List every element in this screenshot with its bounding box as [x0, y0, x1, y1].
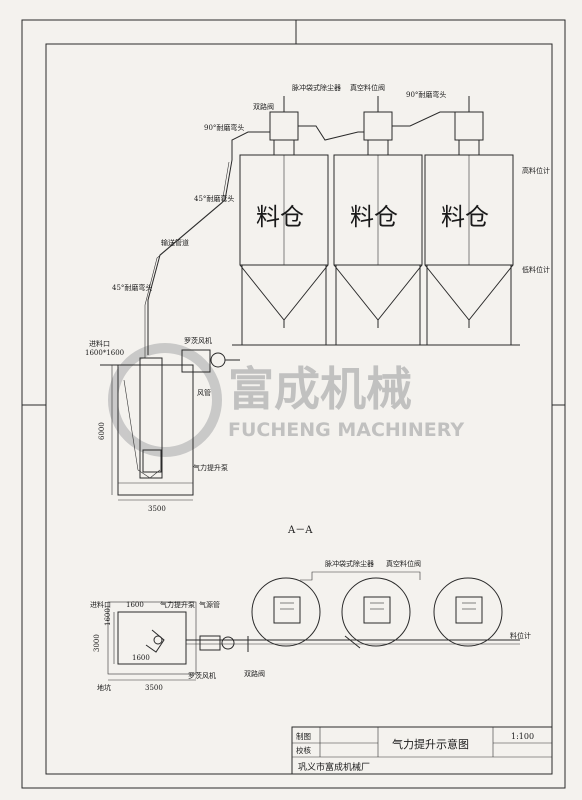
- plan-silo-2: [341, 577, 411, 647]
- plan-dim-3500: 3500: [145, 684, 163, 692]
- title-main: 气力提升示意图: [392, 737, 469, 751]
- silo-2: 料仓: [333, 96, 423, 345]
- title-block: 制图 校核 气力提升示意图 1:100 巩义市富成机械厂: [291, 726, 553, 775]
- label-pulse-collector: 脉冲袋式除尘器: [292, 83, 341, 92]
- plan-view: [107, 571, 520, 681]
- watermark-en: FUCHENG MACHINERY: [228, 419, 464, 441]
- roots-blower-shape: [181, 349, 211, 373]
- label-vacuum-valve: 真空料位阀: [350, 83, 385, 92]
- plan-label-feed-inlet: 进料口: [90, 600, 111, 609]
- label-elbow-90-right: 90°耐磨弯头: [406, 90, 446, 99]
- label-air-duct: 风管: [197, 388, 211, 397]
- conveying-pipe-route: [144, 111, 455, 358]
- plan-label-two-way: 双路阀: [244, 669, 265, 678]
- label-feed-inlet: 进料口: [89, 339, 110, 348]
- label-feed-inlet-size: 1600*1600: [85, 349, 124, 357]
- section-label: A－A: [287, 525, 313, 536]
- plan-silo-3: [433, 577, 503, 647]
- outer-border: [21, 19, 566, 789]
- dim-base: 3500: [148, 505, 166, 513]
- plan-label-blower: 罗茨风机: [188, 671, 216, 680]
- label-elbow-90-left: 90°耐磨弯头: [204, 123, 244, 132]
- plan-silo-1: [251, 577, 321, 647]
- watermark-cn: 富成机械: [228, 362, 412, 416]
- plan-dim-1600c: 1600: [132, 654, 150, 662]
- plan-label-level: 料位计: [510, 631, 531, 640]
- pneumatic-lift-tower: [100, 349, 240, 501]
- label-elbow-45-lower: 45°耐磨弯头: [112, 283, 152, 292]
- label-conveying-pipe: 输送管道: [161, 238, 189, 247]
- label-pneumatic-pump: 气力提升泵: [193, 463, 228, 472]
- label-high-level: 高料位计: [522, 166, 550, 175]
- silo-3: 料仓: [424, 96, 514, 345]
- silo-1: 料仓: [239, 96, 329, 345]
- silo-2-label: 料仓: [350, 203, 398, 231]
- dim-height: 6000: [98, 422, 106, 440]
- plan-dim-1600b: 1600: [126, 601, 144, 609]
- plan-label-vacuum-valve: 真空料位阀: [386, 559, 421, 568]
- plan-label-pump: 气力提升泵: [160, 600, 195, 609]
- label-elbow-45-upper: 45°耐磨弯头: [194, 194, 234, 203]
- silo-3-label: 料仓: [441, 203, 489, 231]
- title-company: 巩义市富成机械厂: [298, 761, 370, 773]
- silo-1-label: 料仓: [256, 203, 304, 231]
- label-two-way-valve: 双路阀: [253, 102, 274, 111]
- plan-label-collector: 脉冲袋式除尘器: [325, 559, 374, 568]
- plan-label-pit: 地坑: [97, 683, 111, 692]
- title-drawn: 制图: [296, 731, 311, 741]
- plan-label-air-pipe: 气源管: [199, 600, 220, 609]
- title-scale: 1:100: [511, 732, 534, 741]
- label-roots-blower: 罗茨风机: [184, 336, 212, 345]
- watermark: 富成机械 FUCHENG MACHINERY: [108, 343, 464, 457]
- label-low-level: 低料位计: [522, 265, 550, 274]
- title-checked: 校核: [296, 745, 311, 755]
- plan-dim-3000: 3000: [93, 634, 101, 652]
- silo-group: 料仓 料仓 料仓: [232, 96, 520, 346]
- plan-dim-1600a: 1600: [104, 608, 112, 626]
